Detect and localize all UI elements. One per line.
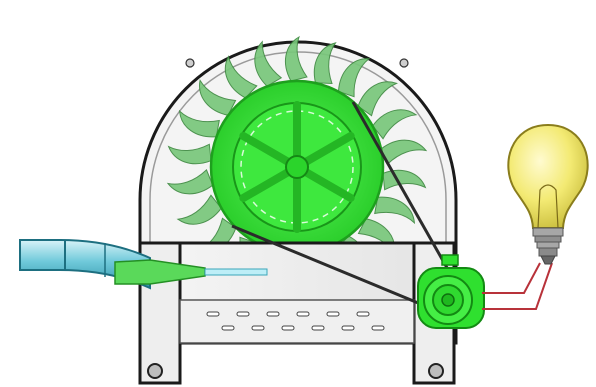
housing-bolt-icon <box>400 59 408 67</box>
frame-vent-slot <box>252 326 264 330</box>
hub-center-icon <box>286 156 308 178</box>
frame-vent-slot <box>342 326 354 330</box>
frame-vent-slot <box>267 312 279 316</box>
frame-vent-slot <box>297 312 309 316</box>
frame-vent-slot <box>222 326 234 330</box>
base-frame <box>140 243 456 383</box>
frame-vent-slot <box>207 312 219 316</box>
light-bulb <box>508 125 587 264</box>
frame-vent-slot <box>237 312 249 316</box>
frame-vent-slot <box>312 326 324 330</box>
frame-vent-slot <box>357 312 369 316</box>
frame-vent-slot <box>282 326 294 330</box>
electrical-wires <box>482 263 552 309</box>
housing-bolt-icon <box>186 59 194 67</box>
frame-vent-slot <box>372 326 384 330</box>
frame-foot-bolt-icon <box>429 364 443 378</box>
frame-foot-bolt-icon <box>148 364 162 378</box>
frame-vent-slot <box>327 312 339 316</box>
generator-shaft-icon <box>442 294 454 306</box>
